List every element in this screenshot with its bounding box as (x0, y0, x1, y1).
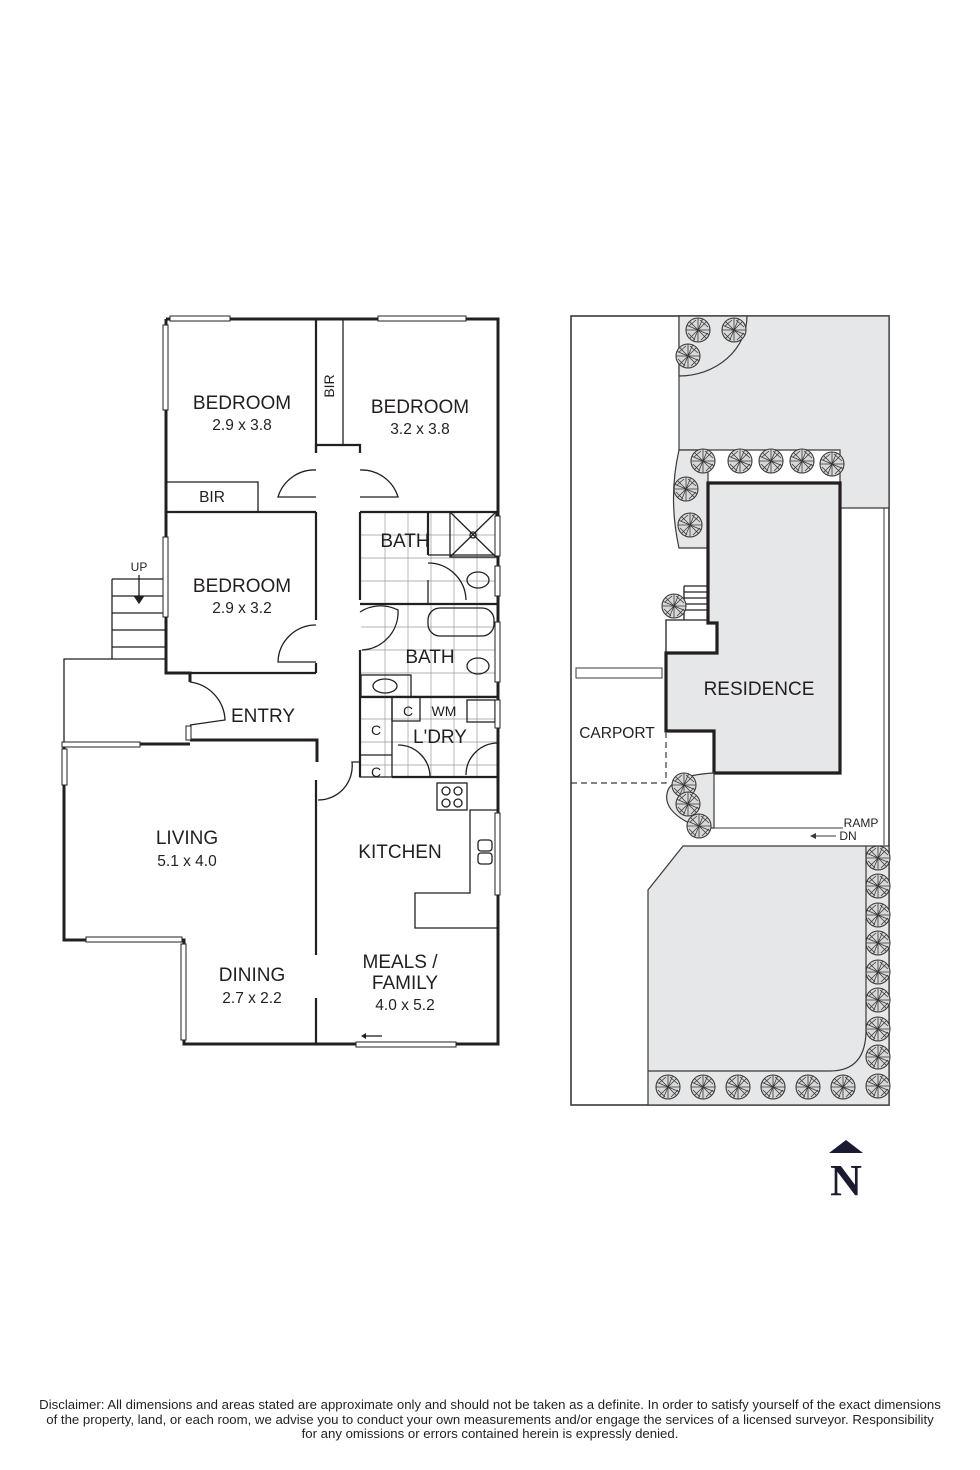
carport-label: CARPORT (579, 725, 655, 742)
bir-label: BIR (321, 374, 337, 397)
carport-outline (571, 733, 667, 784)
room-dims: 5.1 x 4.0 (157, 853, 217, 870)
residence-label: RESIDENCE (704, 679, 815, 700)
cupboard-label: C (371, 722, 381, 738)
room-name: BEDROOM (371, 397, 469, 418)
site-plan: RESIDENCE CARPORT RAMP DN (570, 315, 891, 1106)
room-labels: BEDROOM 2.9 x 3.8 BEDROOM 3.2 x 3.8 BEDR… (131, 374, 469, 1014)
disclaimer: Disclaimer: All dimensions and areas sta… (0, 1397, 980, 1442)
room-dims: 3.2 x 3.8 (390, 421, 449, 438)
room-dims: 2.9 x 3.2 (212, 600, 271, 617)
room-dims: 4.0 x 5.2 (375, 997, 434, 1014)
garden-south (647, 845, 890, 1106)
room-dims: 2.7 x 2.2 (222, 990, 281, 1007)
room-name: FAMILY (372, 973, 438, 994)
ramp-direction-label: DN (839, 829, 856, 843)
bir-label: BIR (199, 489, 225, 506)
bath-label: BATH (405, 647, 454, 668)
disclaimer-line: of the property, land, or each room, we … (46, 1411, 934, 1427)
carport-gate (575, 667, 663, 679)
cupboard-label: C (371, 764, 381, 780)
north-label: N (830, 1156, 862, 1205)
washing-machine-label: WM (432, 703, 457, 719)
stairs (63, 575, 166, 744)
kitchen-label: KITCHEN (358, 842, 441, 863)
stairs-up-label: UP (131, 560, 148, 574)
room-dims: 2.9 x 3.8 (212, 417, 271, 434)
room-name: MEALS / (363, 952, 439, 973)
wet-area-tiles (361, 512, 498, 777)
house-floor-plan: BEDROOM 2.9 x 3.8 BEDROOM 3.2 x 3.8 BEDR… (61, 315, 501, 1048)
windows (61, 315, 501, 1048)
interior-walls (166, 319, 498, 1044)
room-name: LIVING (156, 828, 218, 849)
disclaimer-line: Disclaimer: All dimensions and areas sta… (39, 1397, 941, 1412)
cupboard-label: C (403, 703, 413, 719)
north-compass: N (818, 1140, 874, 1205)
north-arrow-icon (829, 1140, 863, 1153)
room-name: BEDROOM (193, 393, 291, 414)
entry-label: ENTRY (231, 706, 295, 727)
disclaimer-line: for any omissions or errors contained he… (301, 1426, 679, 1441)
ramp-label: RAMP (844, 816, 879, 830)
room-name: BEDROOM (193, 576, 291, 597)
laundry-label: L'DRY (413, 727, 467, 748)
door-swings (189, 469, 499, 801)
bath-label: BATH (380, 531, 429, 552)
residence-outline (664, 481, 842, 775)
porch-steps (665, 585, 708, 653)
room-name: DINING (219, 965, 286, 986)
